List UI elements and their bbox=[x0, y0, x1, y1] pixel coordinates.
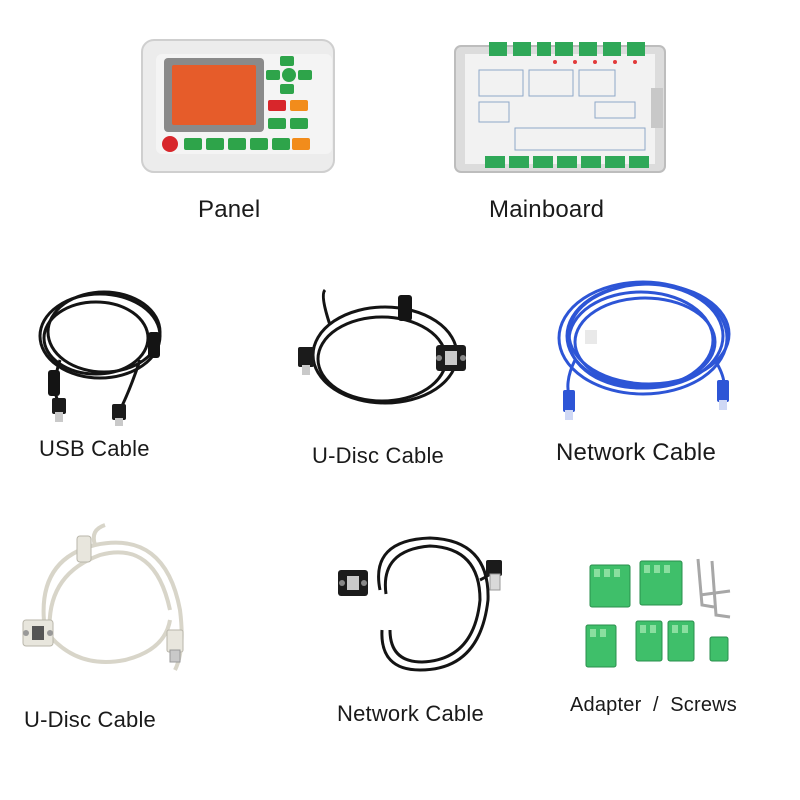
product-udisc-cable-black bbox=[290, 285, 480, 425]
network-cable-blue-icon bbox=[557, 280, 731, 420]
udisc-cable-black-icon bbox=[298, 288, 466, 405]
terminal-blocks-icon bbox=[585, 558, 731, 668]
udisc-cable-white-icon bbox=[22, 523, 184, 671]
label-network-cable-2: Network Cable bbox=[337, 701, 484, 726]
product-adapter-screws bbox=[580, 555, 750, 680]
label-adapter-screws: Adapter / Screws bbox=[570, 694, 737, 716]
label-udisc-cable-1: U-Disc Cable bbox=[312, 443, 444, 468]
product-usb-cable bbox=[30, 280, 170, 430]
product-network-cable-black bbox=[330, 530, 520, 680]
label-mainboard: Mainboard bbox=[489, 196, 605, 223]
usb-cable-icon bbox=[38, 290, 162, 426]
label-usb-cable: USB Cable bbox=[39, 436, 150, 461]
product-udisc-cable-white bbox=[15, 520, 205, 690]
label-udisc-cable-2: U-Disc Cable bbox=[24, 707, 156, 732]
label-network-cable-1: Network Cable bbox=[556, 439, 716, 466]
product-network-cable-blue bbox=[545, 270, 745, 430]
network-cable-black-icon bbox=[338, 536, 502, 672]
product-mainboard bbox=[454, 38, 670, 178]
mainboard-icon bbox=[454, 42, 666, 173]
product-panel bbox=[140, 38, 340, 178]
controller-panel-icon bbox=[141, 39, 335, 173]
label-panel: Panel bbox=[198, 196, 261, 223]
